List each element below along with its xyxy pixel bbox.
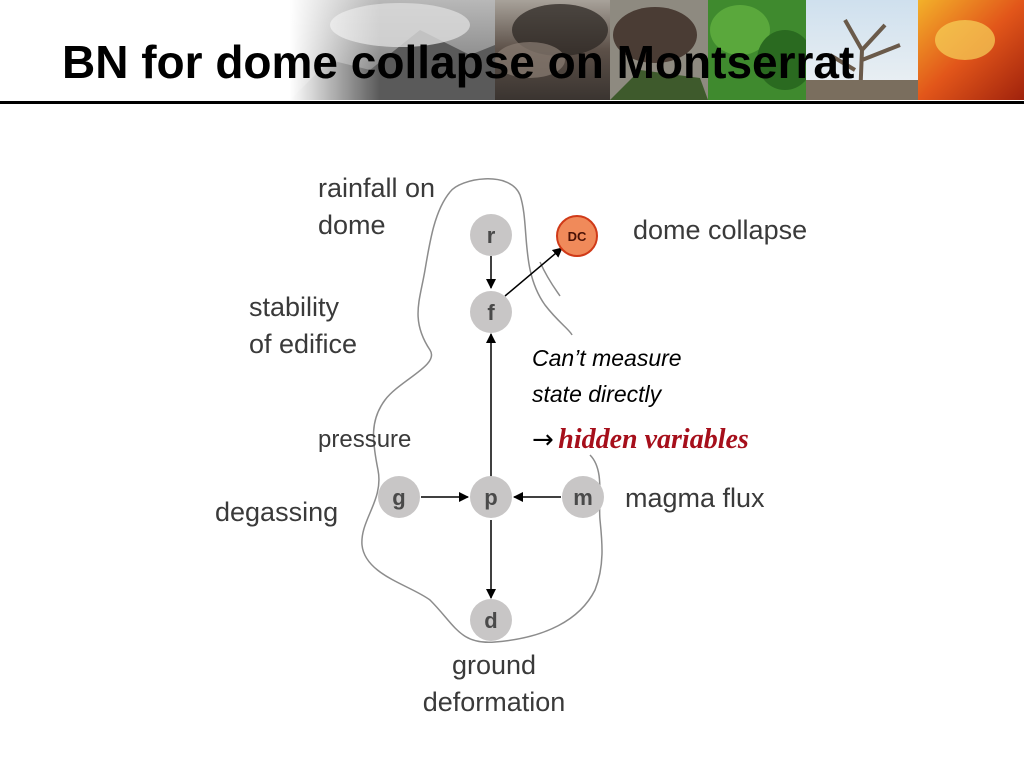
node-p-letter: p [484,485,497,510]
banner-photo-volcano-grey [290,0,495,100]
banner-photo-lava-fire [918,0,1024,100]
node-d: d [470,599,512,641]
edge-f-to-dc [504,247,563,297]
hidden-variables-text: hidden variables [558,424,749,455]
node-f-letter: f [487,300,495,325]
node-d-letter: d [484,608,497,633]
node-g-letter: g [392,485,405,510]
banner-photo-ash-plume [495,0,610,100]
label-stability-of-edifice: stability of edifice [249,289,357,363]
node-r: r [470,214,512,256]
note-cant-measure: Can’t measure state directly [532,340,682,412]
label-pressure: pressure [318,426,412,453]
label-degassing: degassing [215,497,339,527]
banner-photo-smoke-hills [610,0,708,100]
header-photo-banner [290,0,1024,101]
banner-photo-green-forest [708,0,813,100]
node-p: p [470,476,512,518]
node-dc: DC [556,215,598,257]
hidden-variables-boundary [361,178,603,643]
right-arrow-icon: → [532,425,554,455]
label-stability-line-1: stability [249,292,340,322]
node-m-letter: m [573,485,593,510]
label-ground-deformation: ground deformation [404,647,584,721]
node-f: f [470,291,512,333]
label-magma-flux: magma flux [625,483,765,513]
label-rainfall-line-2: dome [318,210,386,240]
hidden-variables-callout: → hidden variables [532,420,749,464]
slide-title: BN for dome collapse on Montserrat [62,36,855,88]
banner-photo-dead-tree [806,0,918,101]
node-dc-letter: DC [568,229,587,244]
note-line-1: Can’t measure [532,345,682,371]
title-underline [0,101,1024,104]
label-rainfall-line-1: rainfall on [318,173,436,203]
note-line-2: state directly [532,381,662,407]
node-m: m [562,476,604,518]
label-stability-line-2: of edifice [249,329,358,359]
label-rainfall-on-dome: rainfall on dome [318,170,435,244]
label-ground-line-1: ground [451,650,537,680]
label-ground-line-2: deformation [422,687,566,717]
label-dome-collapse: dome collapse [633,215,808,245]
node-g: g [378,476,420,518]
node-r-letter: r [487,223,496,248]
